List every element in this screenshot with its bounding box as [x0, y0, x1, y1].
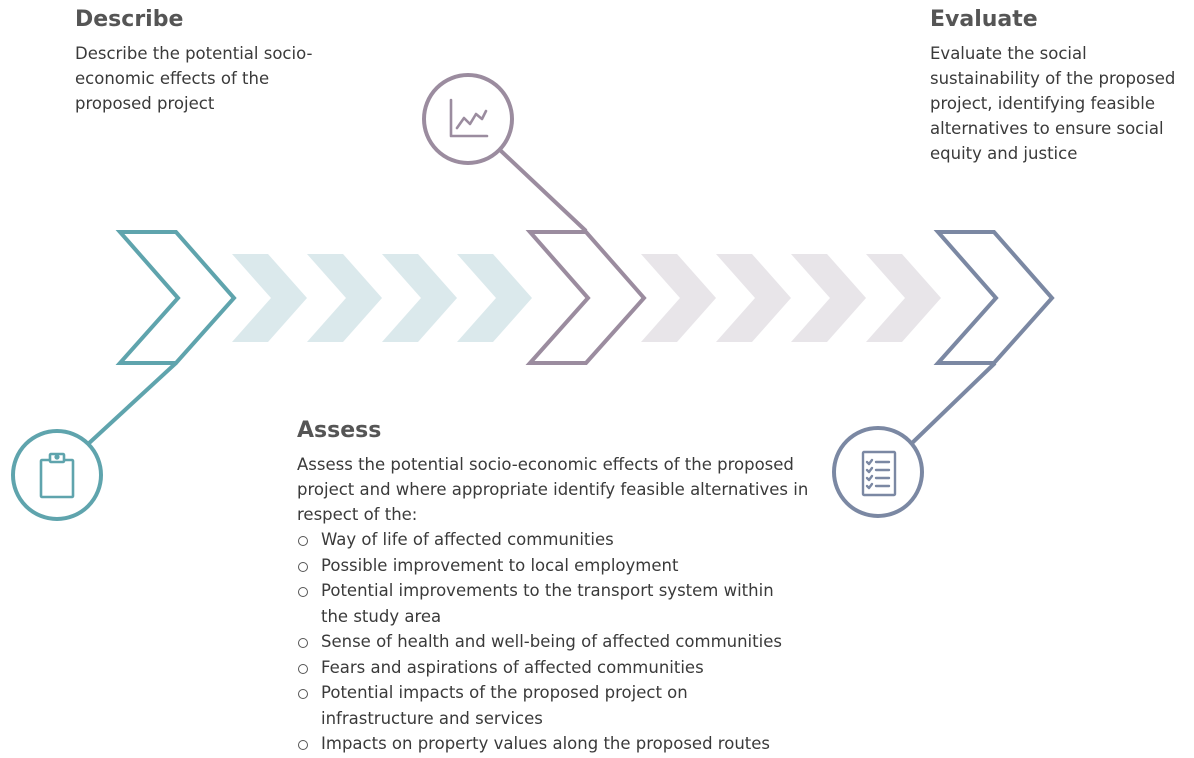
chart-trend-icon: [449, 98, 489, 138]
circle-bullet-icon: [298, 561, 308, 572]
circle-bullet-icon: [298, 740, 308, 751]
light-chevron: [307, 254, 382, 342]
list-item: Way of life of affected communities: [297, 527, 801, 553]
describe-text: Describe the potential socio-economic ef…: [75, 44, 313, 114]
list-item: Potential improvements to the transport …: [297, 578, 801, 629]
list-item-text: Potential impacts of the proposed projec…: [321, 683, 688, 728]
light-chevron: [791, 254, 866, 342]
describe-title: Describe: [75, 7, 184, 32]
light-chevron: [382, 254, 457, 342]
assess-chevron: [525, 230, 647, 365]
evaluate-connector-line: [908, 361, 997, 447]
list-item-text: Way of life of affected communities: [321, 530, 614, 550]
list-item-text: Sense of health and well-being of affect…: [321, 632, 782, 652]
teal-light-chevrons: [232, 254, 532, 342]
describe-connector-line: [85, 361, 178, 447]
light-chevron: [641, 254, 716, 342]
describe-chevron: [115, 230, 237, 365]
circle-bullet-icon: [298, 663, 308, 674]
light-chevron: [232, 254, 307, 342]
assess-list: Way of life of affected communities Poss…: [297, 527, 817, 757]
evaluate-text: Evaluate the social sustainability of th…: [930, 44, 1176, 164]
light-chevron: [866, 254, 941, 342]
assess-title: Assess: [297, 418, 382, 443]
list-item-text: Fears and aspirations of affected commun…: [321, 657, 704, 677]
list-item: Potential impacts of the proposed projec…: [297, 680, 801, 731]
assess-connector-line: [498, 148, 588, 233]
evaluate-title: Evaluate: [930, 7, 1038, 32]
list-item: Impacts on property values along the pro…: [297, 731, 801, 757]
circle-bullet-icon: [298, 587, 308, 598]
list-item-text: Possible improvement to local employment: [321, 555, 679, 575]
circle-bullet-icon: [298, 536, 308, 547]
list-item-text: Impacts on property values along the pro…: [321, 734, 770, 754]
describe-icon-circle: [11, 429, 103, 521]
checklist-icon: [861, 450, 897, 497]
evaluate-icon-circle: [832, 426, 924, 518]
list-item: Possible improvement to local employment: [297, 553, 801, 579]
circle-bullet-icon: [298, 689, 308, 700]
list-item-text: Potential improvements to the transport …: [321, 581, 774, 626]
evaluate-chevron: [933, 230, 1055, 365]
circle-bullet-icon: [298, 638, 308, 649]
describe-block: Describe Describe the potential socio-ec…: [75, 7, 345, 116]
evaluate-block: Evaluate Evaluate the social sustainabil…: [930, 7, 1194, 166]
light-chevron: [716, 254, 791, 342]
list-item: Sense of health and well-being of affect…: [297, 629, 801, 655]
assess-block: Assess Assess the potential socio-econom…: [297, 418, 817, 757]
clipboard-icon: [39, 452, 75, 499]
mauve-light-chevrons: [641, 254, 941, 342]
assess-icon-circle: [422, 73, 514, 165]
assess-text: Assess the potential socio-economic effe…: [297, 455, 809, 525]
list-item: Fears and aspirations of affected commun…: [297, 655, 801, 681]
light-chevron: [457, 254, 532, 342]
